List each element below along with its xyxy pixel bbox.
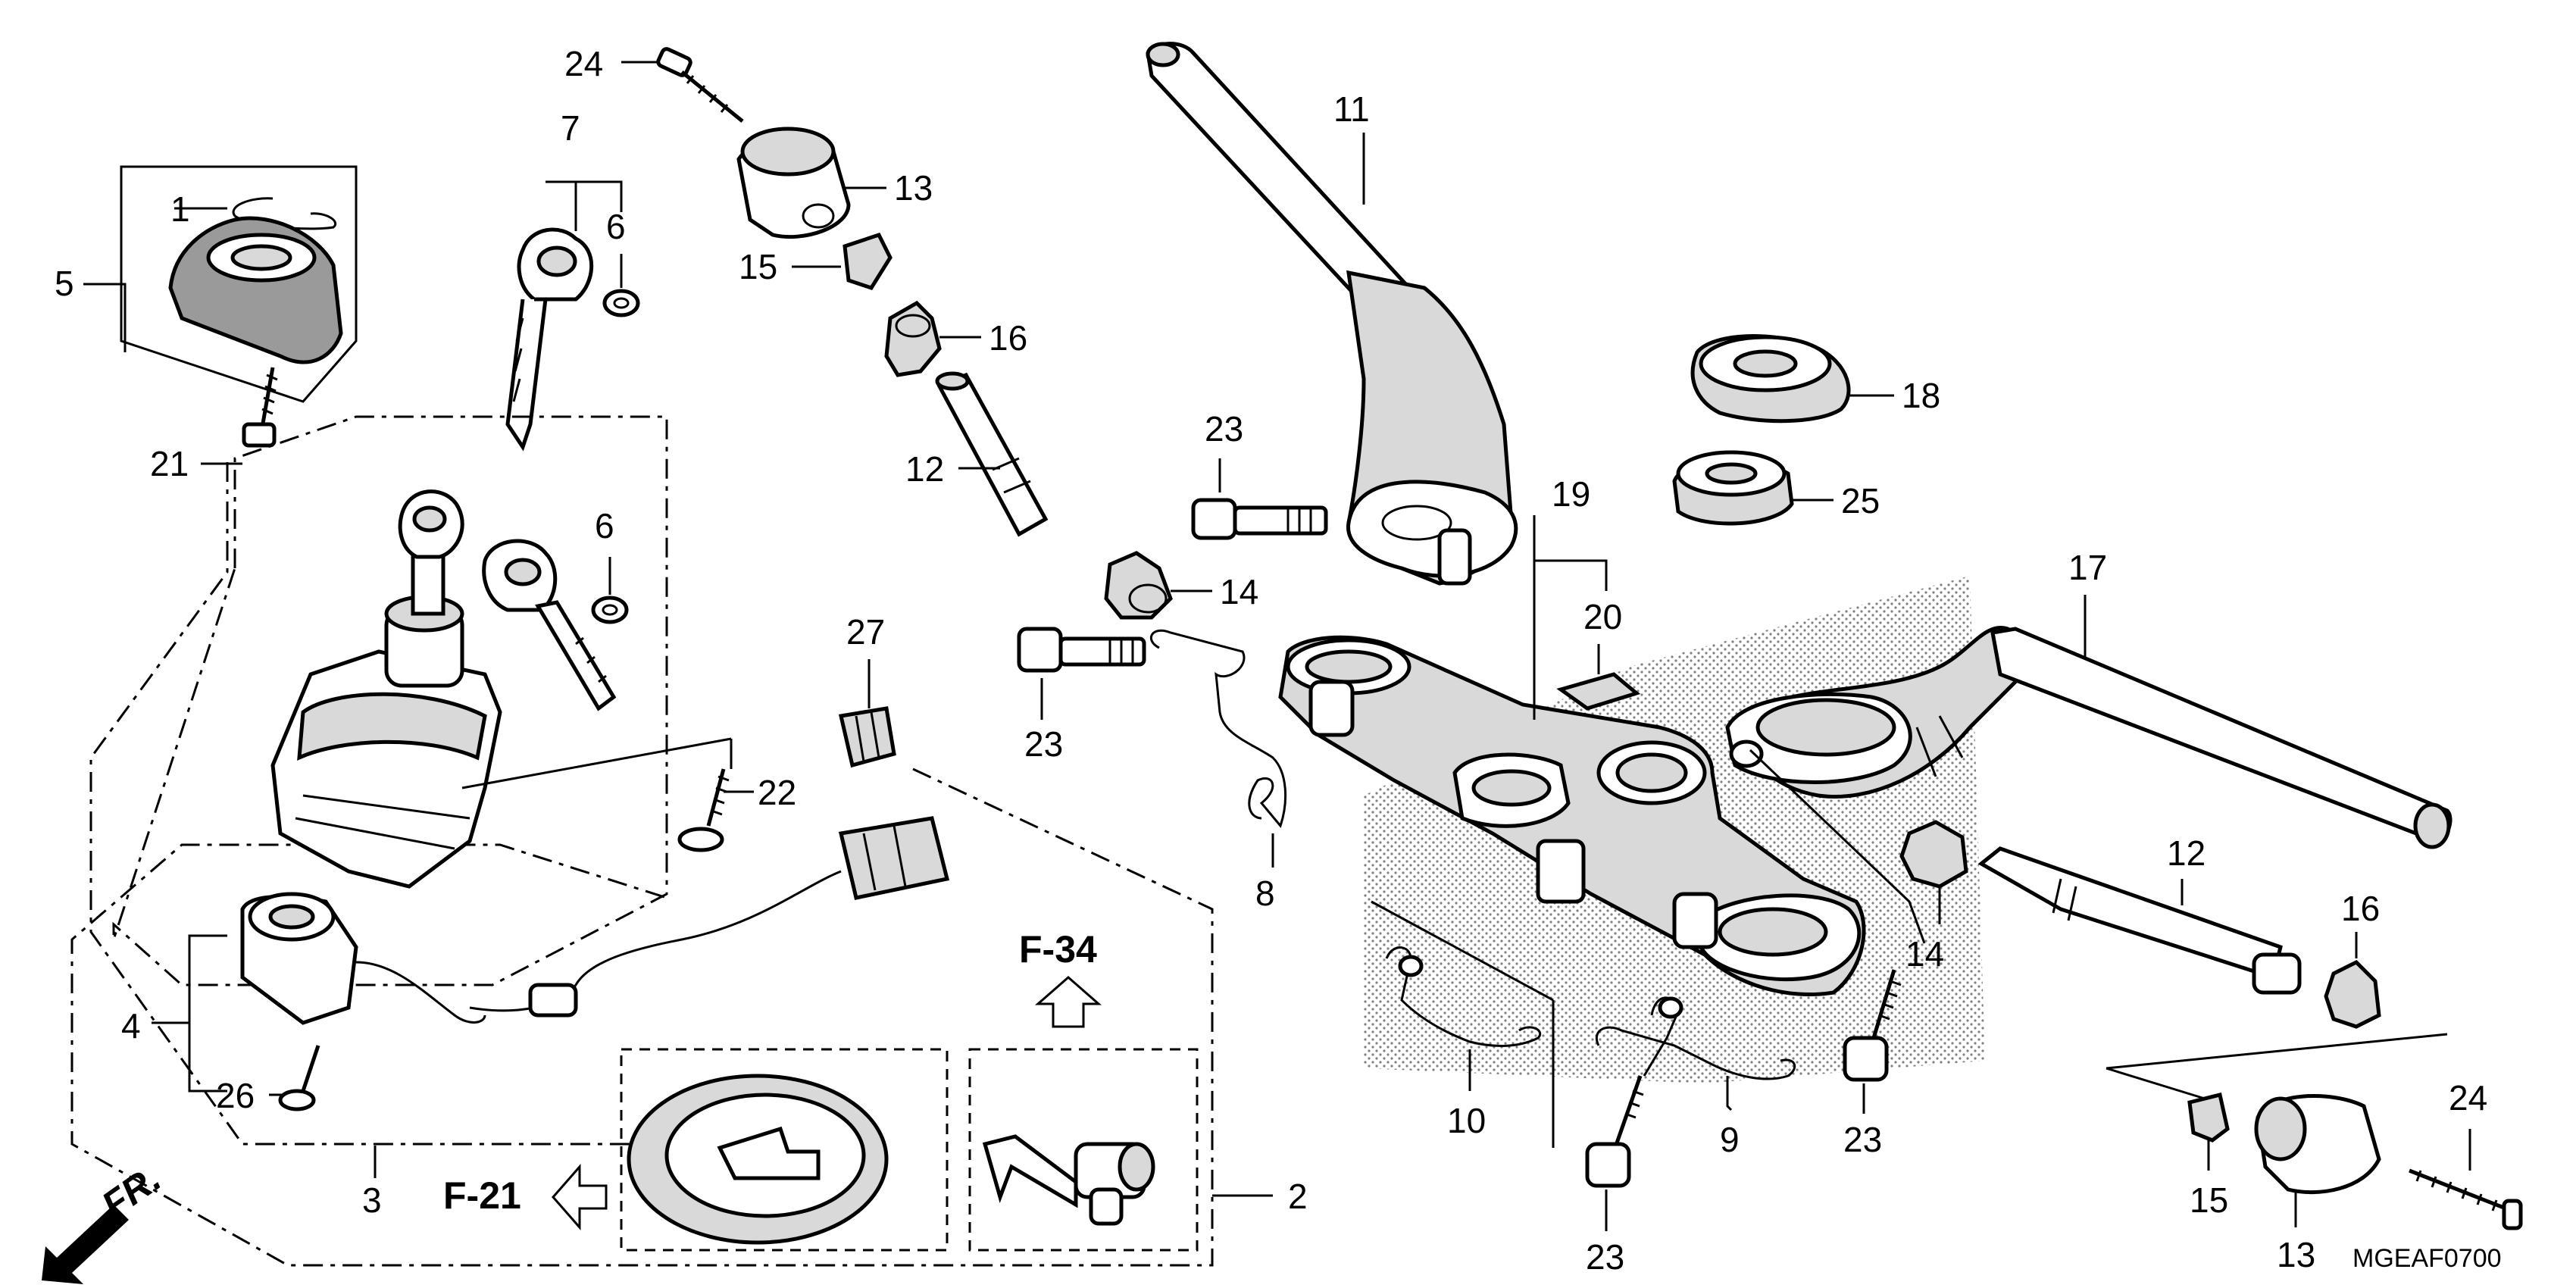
callout-10: 10 <box>1447 1101 1486 1140</box>
callout-5: 5 <box>55 264 74 303</box>
subbox-seat-lock <box>968 1048 1199 1252</box>
callout-22: 22 <box>758 773 796 812</box>
callout-2: 2 <box>1288 1177 1308 1216</box>
part-15-clip-right[interactable] <box>2187 1092 2230 1171</box>
callout-16-right: 16 <box>2341 889 2380 928</box>
arrow-front-icon <box>42 1205 129 1284</box>
part-10-spring[interactable] <box>1385 946 1541 1047</box>
seat-lock[interactable] <box>982 1134 1155 1226</box>
callout-11: 11 <box>1333 89 1370 129</box>
callout-20: 20 <box>1583 597 1622 636</box>
part-24-bolt-right[interactable] <box>2409 1129 2523 1230</box>
part-20-label[interactable] <box>1556 672 1641 711</box>
callout-13-right: 13 <box>2277 1235 2315 1274</box>
callout-3: 3 <box>362 1180 382 1220</box>
part-14-nut-left[interactable] <box>1104 551 1173 620</box>
part-17-handlebar-right[interactable] <box>1725 626 2453 849</box>
callout-14-left: 14 <box>1220 572 1258 611</box>
callout-14-right: 14 <box>1905 934 1944 974</box>
callout-12-left: 12 <box>905 449 944 489</box>
part-26-screw[interactable] <box>269 1045 320 1111</box>
part-11-handlebar-left[interactable] <box>1146 42 1518 586</box>
part-4-antenna[interactable] <box>240 892 486 1025</box>
part-9-spring[interactable] <box>1595 996 1796 1080</box>
arrow-up-icon <box>1035 976 1102 1028</box>
callout-17: 17 <box>2068 548 2107 587</box>
diagram-code: MGEAF0700 <box>2352 1244 2502 1273</box>
callout-21: 21 <box>150 444 189 483</box>
part-12-rod-right[interactable] <box>1977 846 2302 995</box>
callout-25: 25 <box>1841 481 1880 521</box>
group-3-outline <box>112 415 668 986</box>
part-23-bolt-midleft[interactable] <box>1017 627 1146 720</box>
top-bridge[interactable] <box>1278 635 1866 996</box>
part-6-washer-mid[interactable] <box>591 557 629 624</box>
part-13-weight-left[interactable] <box>736 127 851 239</box>
callout-24-left: 24 <box>564 44 603 83</box>
callout-15-left: 15 <box>739 247 777 286</box>
callout-27: 27 <box>846 612 885 652</box>
callout-23-lowmid: 23 <box>1586 1237 1624 1277</box>
callout-19: 19 <box>1552 474 1590 514</box>
callout-23-upper: 23 <box>1205 409 1243 449</box>
part-23-bolt-upper[interactable] <box>1191 458 1328 540</box>
part-14-nut-right[interactable] <box>1899 820 1968 924</box>
fuel-cap[interactable] <box>627 1074 889 1245</box>
callout-1: 1 <box>170 189 190 229</box>
ref-f34: F-34 <box>1019 928 1097 971</box>
callout-8: 8 <box>1255 874 1275 913</box>
part-22-screw[interactable] <box>677 739 754 852</box>
callout-13-left: 13 <box>894 168 933 208</box>
ref-f21: F-21 <box>443 1174 521 1217</box>
callout-7: 7 <box>561 108 580 148</box>
part-23-bolt-lowmid[interactable] <box>1585 1075 1644 1231</box>
callout-16-left: 16 <box>989 318 1027 358</box>
part-16-collar-left[interactable] <box>884 300 942 377</box>
callout-23-right: 23 <box>1843 1120 1882 1159</box>
part-25-nut[interactable] <box>1672 450 1794 526</box>
ignition-switch[interactable] <box>270 489 502 889</box>
callout-6-mid: 6 <box>595 506 614 546</box>
part-16-collar-right[interactable] <box>2324 932 2381 1029</box>
part-12-rod-left[interactable] <box>935 371 1049 537</box>
part-23-bolt-right[interactable] <box>1843 969 1902 1114</box>
part-13-weight-right[interactable] <box>2254 1094 2381 1227</box>
arrow-left-icon <box>552 1164 608 1230</box>
callout-24-right: 24 <box>2449 1078 2487 1118</box>
callout-23-midleft: 23 <box>1024 724 1063 764</box>
callout-4: 4 <box>121 1006 141 1046</box>
callout-26: 26 <box>216 1076 255 1115</box>
part-8-clip[interactable] <box>1149 629 1287 829</box>
wire-harness[interactable] <box>469 816 950 1018</box>
front-direction-indicator: FR. <box>42 1157 168 1284</box>
callout-9: 9 <box>1720 1120 1740 1159</box>
callout-6-top: 6 <box>606 207 626 246</box>
part-21-screw[interactable] <box>201 367 278 465</box>
callout-15-right: 15 <box>2190 1180 2228 1220</box>
ignition-spare-key[interactable] <box>482 539 617 711</box>
part-6-washer-top[interactable] <box>602 254 640 317</box>
callout-12-right: 12 <box>2167 833 2206 873</box>
callout-18: 18 <box>1902 376 1940 415</box>
part-15-clip-left[interactable] <box>843 232 893 290</box>
part-7-key[interactable] <box>505 227 594 452</box>
part-18-cap[interactable] <box>1690 334 1851 424</box>
subbox-fuel-cap <box>620 1048 949 1252</box>
part-27-connector[interactable] <box>838 659 896 768</box>
part-24-bolt-left[interactable] <box>656 47 744 123</box>
part-group-5 <box>83 165 358 403</box>
